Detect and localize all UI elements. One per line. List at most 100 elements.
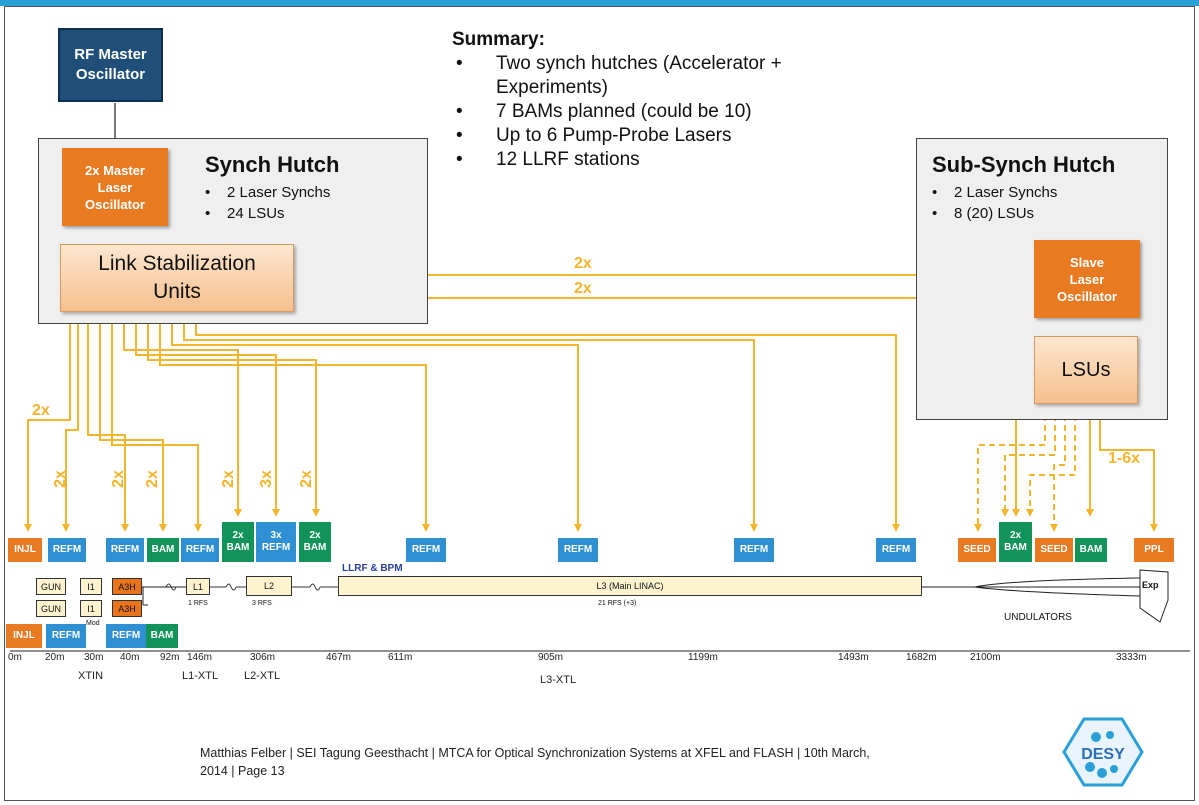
refm4-count: 3x <box>270 530 282 541</box>
mod-label: Mod <box>86 620 100 627</box>
pos-1199m: 1199m <box>688 652 718 663</box>
pos-92m: 92m <box>160 652 180 663</box>
station-refm-2: REFM <box>106 538 144 562</box>
bam3-label: BAM <box>303 542 327 553</box>
desy-logo-text: DESY <box>1081 746 1125 763</box>
slide-frame <box>4 6 1195 801</box>
link-label-v5: 3x <box>257 470 275 488</box>
summary-item-2: 7 BAMs planned (could be 10) <box>496 101 752 122</box>
lower-injl: INJL <box>6 624 42 648</box>
bullet: • <box>205 184 211 201</box>
rf-master-line2: Oscillator <box>75 66 146 83</box>
bam4-count: 2x <box>1009 530 1022 541</box>
l3-main-linac: L3 (Main LINAC) <box>338 576 922 596</box>
summary-item-3: Up to 6 Pump-Probe Lasers <box>496 125 732 146</box>
bullet: • <box>205 205 211 222</box>
bam4-label: BAM <box>1004 542 1027 553</box>
synch-item-laser: 2 Laser Synchs <box>227 184 331 201</box>
summary-title: Summary: <box>452 29 545 50</box>
bullet: • <box>456 125 463 146</box>
sub-hutch-items: • 2 Laser Synchs • 8 (20) LSUs <box>932 182 1057 224</box>
link-label-ppl: 1-6x <box>1108 450 1141 467</box>
lsu-line1: Link Stabilization <box>98 252 256 275</box>
footer-line1: Matthias Felber | SEI Tagung Geesthacht … <box>200 746 870 760</box>
link-label-v3: 2x <box>143 470 161 488</box>
pos-467m: 467m <box>326 652 352 663</box>
rf-master-line1: RF Master <box>74 46 147 63</box>
station-injl: INJL <box>8 538 42 562</box>
pos-2100m: 2100m <box>970 652 1001 663</box>
a3h-2: A3H <box>112 600 142 617</box>
bullet: • <box>932 205 938 222</box>
station-refm-6: REFM <box>558 538 598 562</box>
l3-rfs: 21 RFS (+3) <box>598 600 637 607</box>
bellows <box>165 583 338 591</box>
desy-logo: DESY <box>1062 717 1144 787</box>
section-xtin: XTIN <box>78 670 104 682</box>
station-seed-2: SEED <box>1035 538 1073 562</box>
lower-bam: BAM <box>146 624 178 648</box>
experiment-label: Exp <box>1142 580 1159 590</box>
pos-905m: 905m <box>538 652 564 663</box>
undulators-label: UNDULATORS <box>1004 612 1072 623</box>
bullet: • <box>932 184 938 201</box>
summary-item-4: 12 LLRF stations <box>496 149 640 170</box>
slave-line3: Oscillator <box>1057 288 1117 304</box>
gun-2: GUN <box>36 600 66 617</box>
l2-module: L2 <box>246 576 292 596</box>
link-label-v2: 2x <box>109 470 127 488</box>
l1-module: L1 <box>186 578 210 595</box>
pos-611m: 611m <box>388 652 413 663</box>
synch-item-lsu: 24 LSUs <box>227 205 285 222</box>
lower-refm-2: REFM <box>106 624 146 648</box>
section-l2-xtl: L2-XTL <box>244 670 281 682</box>
summary-item-1: Two synch hutches (Accelerator + <box>496 53 782 74</box>
station-refm-1: REFM <box>48 538 86 562</box>
pos-1682m: 1682m <box>906 652 937 663</box>
sub-item-lsu: 8 (20) LSUs <box>954 205 1035 222</box>
footer: Matthias Felber | SEI Tagung Geesthacht … <box>200 744 1020 780</box>
beamline <box>10 569 1190 652</box>
bam2-label: BAM <box>226 542 250 553</box>
link-label-v1: 2x <box>51 470 69 488</box>
bam3-count: 2x <box>309 530 321 541</box>
a3h-1: A3H <box>112 578 142 595</box>
summary: Summary: • Two synch hutches (Accelerator… <box>452 28 912 172</box>
top-accent-bar <box>0 0 1199 6</box>
pos-20m: 20m <box>45 652 65 663</box>
pos-3333m: 3333m <box>1116 652 1147 663</box>
station-bam-1: BAM <box>147 538 179 562</box>
synch-hutch-title: Synch Hutch <box>205 152 340 177</box>
l1-rfs: 1 RFS <box>188 600 208 607</box>
sub-item-laser: 2 Laser Synchs <box>954 184 1058 201</box>
pos-306m: 306m <box>250 652 276 663</box>
lower-refm-1: REFM <box>46 624 86 648</box>
link-label-top1: 2x <box>574 255 592 272</box>
bam2-count: 2x <box>232 530 244 541</box>
llrf-bpm-label: LLRF & BPM <box>342 563 403 574</box>
gun-1: GUN <box>36 578 66 595</box>
bullet: • <box>456 101 463 122</box>
bullet: • <box>456 53 463 74</box>
pos-1493m: 1493m <box>838 652 869 663</box>
dashed-links <box>974 405 1076 532</box>
pos-30m: 30m <box>84 652 104 663</box>
station-ppl: PPL <box>1134 538 1174 562</box>
station-bam-5: BAM <box>1075 538 1107 562</box>
pos-0m: 0m <box>8 652 22 663</box>
l2-rfs: 3 RFS <box>252 600 272 607</box>
lsu-line2: Units <box>153 280 201 303</box>
synch-hutch-items: • 2 Laser Synchs • 24 LSUs <box>205 182 330 224</box>
section-l1-xtl: L1-XTL <box>182 670 219 682</box>
refm4-label: REFM <box>261 542 291 553</box>
footer-line2: 2014 | Page 13 <box>200 764 285 778</box>
bullet: • <box>456 149 463 170</box>
